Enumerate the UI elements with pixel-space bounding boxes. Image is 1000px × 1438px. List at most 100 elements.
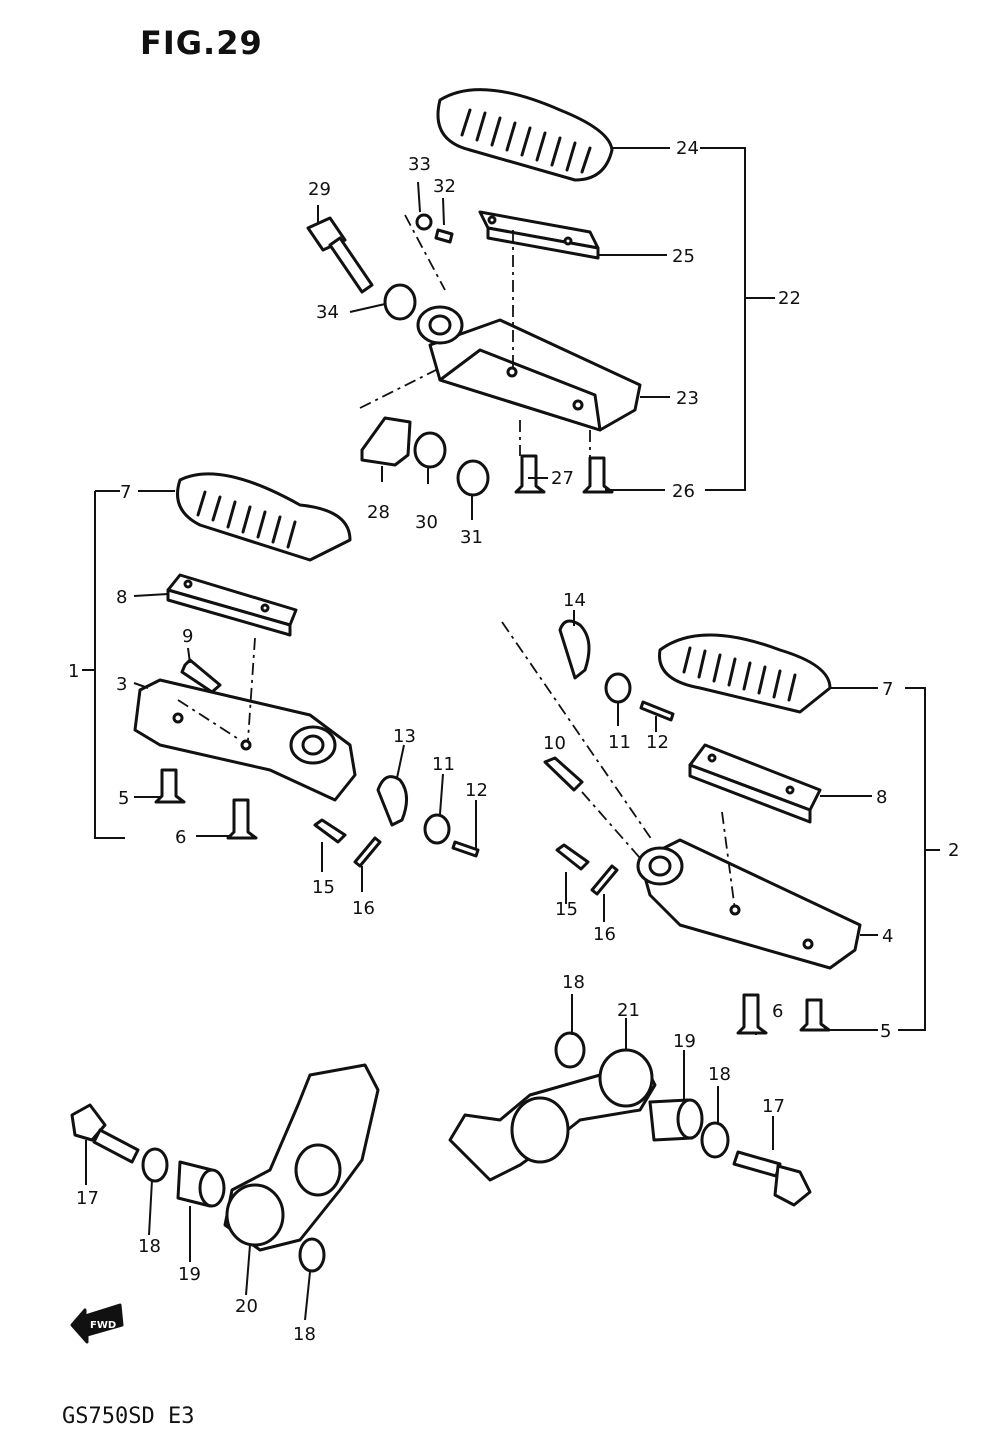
callout-11-right: 11 xyxy=(608,732,631,753)
footrest-bracket-3 xyxy=(133,678,357,802)
callout-33: 33 xyxy=(408,154,431,175)
washer-30 xyxy=(413,431,447,469)
callout-29: 29 xyxy=(308,179,331,200)
washer-11-right xyxy=(604,672,632,704)
callout-13: 13 xyxy=(393,726,416,747)
footrest-bracket-23 xyxy=(416,305,642,432)
callout-25: 25 xyxy=(672,246,695,267)
footrest-rubber-24 xyxy=(436,88,614,182)
pin-12-left xyxy=(451,840,480,858)
screw-5-right xyxy=(799,998,831,1032)
callout-34: 34 xyxy=(316,302,339,323)
callout-21: 21 xyxy=(617,1000,640,1021)
spring-13 xyxy=(376,775,408,827)
left-front-footrest xyxy=(133,472,480,868)
washer-34 xyxy=(383,283,417,321)
pivot-bolt-29 xyxy=(306,216,374,294)
pin-15-right xyxy=(555,843,590,871)
callout-11-left: 11 xyxy=(432,754,455,775)
callout-22: 22 xyxy=(778,288,801,309)
washer-18-right xyxy=(700,1121,730,1159)
callout-17-right: 17 xyxy=(762,1096,785,1117)
callout-18-right-top: 18 xyxy=(562,972,585,993)
callout-12-left: 12 xyxy=(465,780,488,801)
callout-labels: 24 25 22 23 26 27 29 33 32 34 28 30 31 7… xyxy=(68,138,959,1345)
right-front-footrest xyxy=(501,619,862,1035)
leader-lines xyxy=(82,147,940,1321)
callout-7-left: 7 xyxy=(120,482,131,503)
screw-6-right xyxy=(736,993,768,1035)
callout-19-left: 19 xyxy=(178,1264,201,1285)
spring-32 xyxy=(434,228,454,244)
footrest-bracket-4 xyxy=(636,838,862,970)
callout-1: 1 xyxy=(68,661,79,682)
callout-7-right: 7 xyxy=(882,679,893,700)
callout-2: 2 xyxy=(948,840,959,861)
footrest-plate-25 xyxy=(478,210,600,260)
washer-18-right-top xyxy=(554,1031,586,1069)
ball-33 xyxy=(415,213,433,231)
callout-18-right: 18 xyxy=(708,1064,731,1085)
callout-9: 9 xyxy=(182,626,193,647)
footrest-bracket-20 xyxy=(223,1063,380,1252)
callout-30: 30 xyxy=(415,512,438,533)
pin-12-right xyxy=(639,700,675,722)
washer-18-left xyxy=(141,1147,169,1183)
right-footrest-bracket-assembly xyxy=(448,1031,812,1207)
spring-14 xyxy=(558,619,591,680)
callout-26: 26 xyxy=(672,481,695,502)
callout-23: 23 xyxy=(676,388,699,409)
callout-24: 24 xyxy=(676,138,699,159)
screw-27 xyxy=(514,454,546,494)
callout-20: 20 xyxy=(235,1296,258,1317)
rear-footrest-assembly xyxy=(306,88,642,497)
washer-11-left xyxy=(423,813,451,845)
footrest-plate-8-right xyxy=(688,743,822,824)
callout-15-left: 15 xyxy=(312,877,335,898)
callout-27: 27 xyxy=(551,468,574,489)
washer-18-left-2 xyxy=(298,1237,326,1273)
pin-10 xyxy=(543,756,584,792)
clip-28 xyxy=(360,416,412,467)
callout-8-left: 8 xyxy=(116,587,127,608)
footrest-bracket-21 xyxy=(448,1048,657,1182)
fwd-label: FWD xyxy=(90,1320,116,1331)
screw-26 xyxy=(582,456,614,494)
callout-31: 31 xyxy=(460,527,483,548)
callout-28: 28 xyxy=(367,502,390,523)
callout-16-left: 16 xyxy=(352,898,375,919)
pin-15-left xyxy=(313,818,347,844)
callout-18-left: 18 xyxy=(138,1236,161,1257)
figure-title: FIG.29 xyxy=(140,24,263,62)
callout-16-right: 16 xyxy=(593,924,616,945)
callout-3: 3 xyxy=(116,674,127,695)
footrest-plate-8-left xyxy=(166,573,298,637)
left-footrest-bracket-assembly xyxy=(70,1063,380,1273)
callout-19-right: 19 xyxy=(673,1031,696,1052)
fwd-arrow-icon: FWD xyxy=(70,1303,124,1344)
callout-5-right: 5 xyxy=(880,1021,891,1042)
footrest-rubber-7-left xyxy=(176,472,352,562)
callout-17-left: 17 xyxy=(76,1188,99,1209)
callout-10: 10 xyxy=(543,733,566,754)
bush-19-right xyxy=(648,1098,704,1142)
callout-6-left: 6 xyxy=(175,827,186,848)
callout-18-left-2: 18 xyxy=(293,1324,316,1345)
screw-6-left xyxy=(226,798,258,840)
callout-4: 4 xyxy=(882,926,893,947)
callout-32: 32 xyxy=(433,176,456,197)
model-code: GS750SD E3 xyxy=(62,1404,195,1429)
footrest-rubber-7-right xyxy=(658,633,832,714)
cotter-pin-16-left xyxy=(353,836,382,868)
bolt-17-right xyxy=(732,1150,782,1178)
callout-5-left: 5 xyxy=(118,788,129,809)
callout-14: 14 xyxy=(563,590,586,611)
callout-6-right: 6 xyxy=(772,1001,783,1022)
washer-31 xyxy=(456,459,490,497)
callout-12-right: 12 xyxy=(646,732,669,753)
callout-8-right: 8 xyxy=(876,787,887,808)
callout-15-right: 15 xyxy=(555,899,578,920)
screw-5-left xyxy=(154,768,186,804)
cotter-pin-16-right xyxy=(590,864,619,896)
